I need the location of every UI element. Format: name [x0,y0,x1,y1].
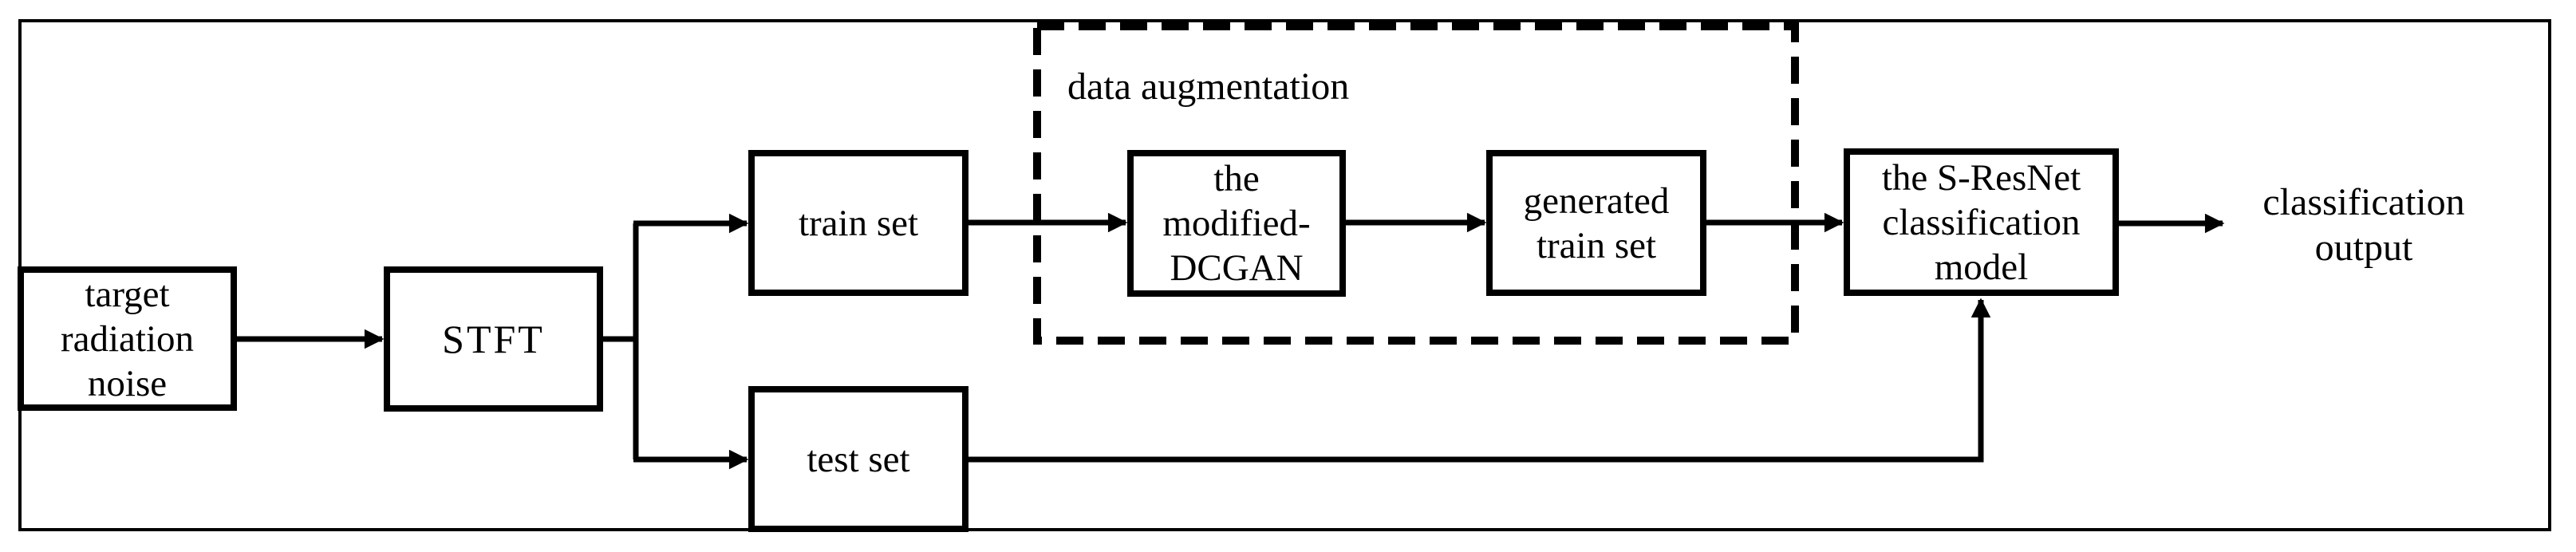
box-train-set [748,150,968,296]
box-target-radiation-noise [18,266,237,411]
box-modified-dcgan [1127,150,1346,297]
box-stft [384,266,603,412]
box-test-set [748,386,968,532]
box-generated-train-set [1486,150,1706,296]
data-augmentation-group-box [1033,22,1799,345]
box-sresnet-model [1844,148,2119,296]
arrow-test-set-to-sresnet [965,298,1991,463]
